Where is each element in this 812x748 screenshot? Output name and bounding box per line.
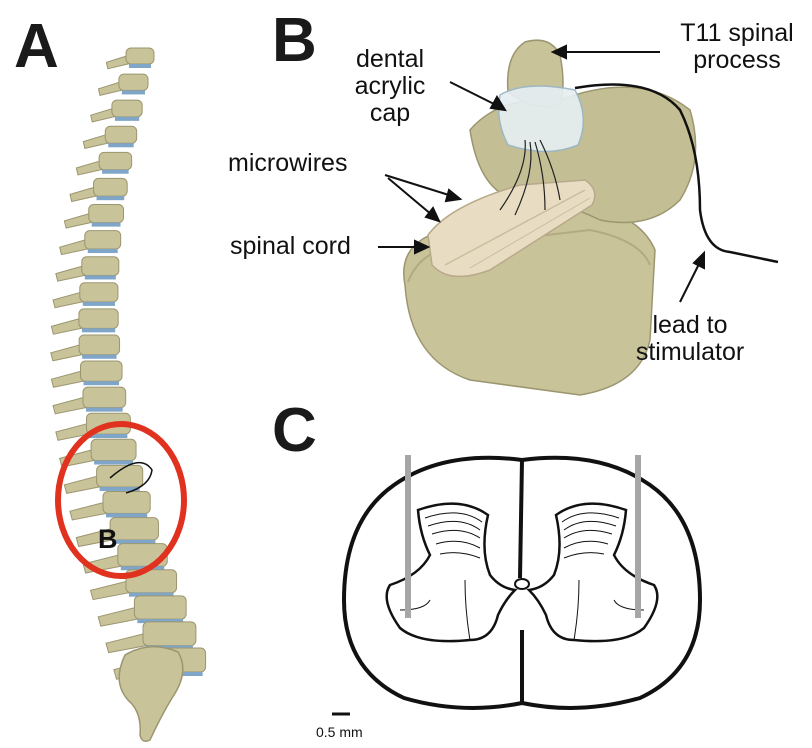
vertebra-body (99, 152, 132, 169)
vertebra-body (83, 387, 126, 408)
label-lead-line1: lead to (652, 311, 727, 339)
intervertebral-disc (106, 513, 147, 517)
inset-b-label: B (98, 525, 118, 554)
label-lead: lead to stimulator (630, 312, 750, 366)
label-microwires: microwires (228, 150, 347, 177)
intervertebral-disc (86, 408, 123, 412)
intervertebral-disc (82, 355, 116, 359)
vertebra-body (143, 622, 196, 646)
intervertebral-disc (94, 461, 133, 465)
vertebra-body (103, 491, 150, 513)
vertebra-body (134, 596, 186, 619)
vertebra-body (105, 126, 136, 143)
intervertebral-disc (90, 434, 128, 438)
vertebra-body (79, 309, 118, 328)
label-dental-cap: dental acrylic cap (335, 46, 445, 127)
vertebra-body (91, 439, 136, 460)
label-t11: T11 spinal process (672, 20, 802, 74)
cord-cross-section (332, 455, 700, 714)
intervertebral-disc (83, 302, 115, 306)
vertebra-body (85, 231, 121, 249)
intervertebral-disc (97, 196, 125, 200)
intervertebral-disc (102, 170, 129, 174)
panel-a-letter: A (14, 16, 59, 78)
intervertebral-disc (108, 143, 133, 147)
panel-b-letter: B (272, 10, 317, 72)
vertebra-body (94, 178, 128, 196)
scale-bar-label: 0.5 mm (316, 724, 363, 740)
vertebra-body (97, 465, 143, 487)
vertebra-body (119, 74, 148, 90)
panel-c-letter: C (272, 400, 317, 462)
intervertebral-disc (115, 117, 139, 121)
intervertebral-disc (129, 64, 151, 68)
intervertebral-disc (82, 328, 115, 332)
vertebra-body (82, 257, 119, 276)
label-t11-line1: T11 spinal (680, 19, 794, 47)
intervertebral-disc (85, 275, 116, 279)
intervertebral-disc (83, 381, 119, 385)
label-dental-cap-line1: dental (356, 45, 424, 73)
label-lead-line2: stimulator (636, 338, 744, 366)
intervertebral-disc (122, 90, 145, 94)
vertebra-body (80, 283, 118, 302)
vertebra-body (80, 361, 122, 381)
vertebra-body (112, 100, 142, 117)
vertebra-body (79, 335, 119, 355)
spine-illustration (51, 48, 206, 741)
intervertebral-disc (92, 223, 121, 227)
intervertebral-disc (88, 249, 118, 253)
label-spinal-cord: spinal cord (230, 233, 351, 260)
vertebra-body (126, 48, 154, 64)
label-dental-cap-line2: acrylic cap (355, 72, 426, 127)
laminae-right (562, 513, 644, 640)
vertebra-body (89, 205, 124, 223)
label-t11-line2: process (693, 46, 781, 74)
sacrum (119, 647, 183, 742)
laminae-left (400, 513, 482, 640)
